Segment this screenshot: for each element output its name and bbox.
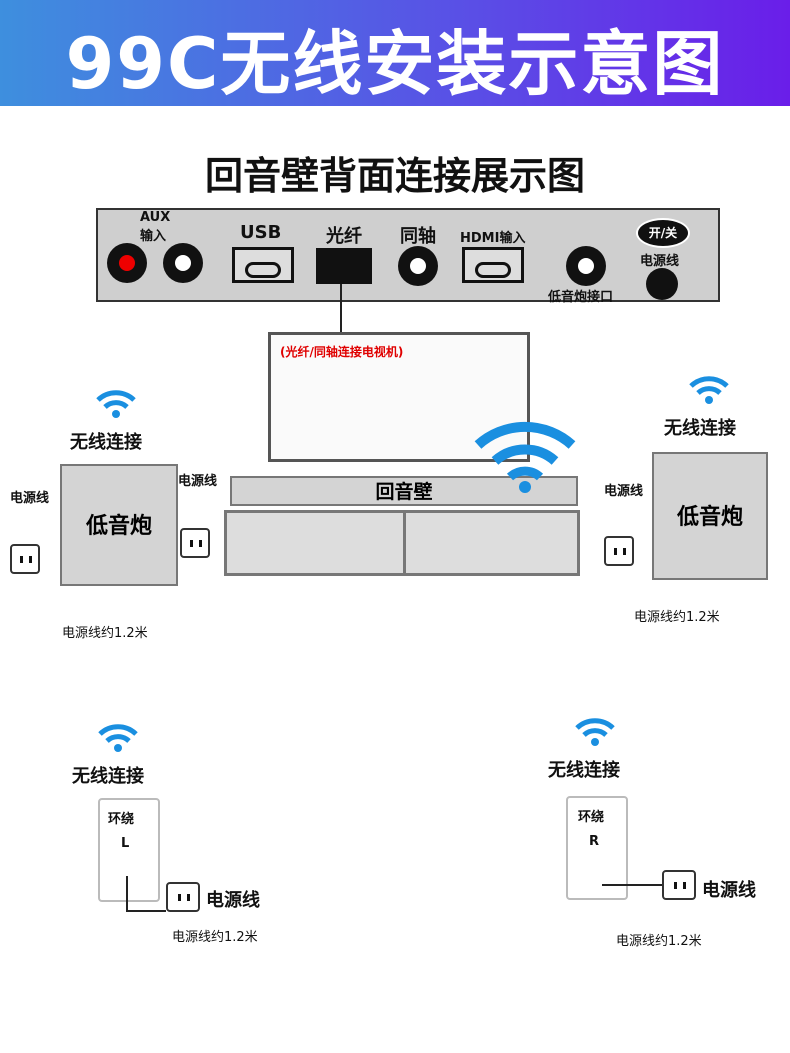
- optical-cable: [340, 284, 342, 334]
- surround-left-power-label: 电源线: [206, 890, 260, 911]
- soundbar-outlet: [180, 528, 210, 558]
- left-sub-outlet: [10, 544, 40, 574]
- subtitle: 回音壁背面连接展示图: [204, 154, 585, 198]
- surround-right-power-label: 电源线: [702, 880, 756, 901]
- optical-port: [316, 248, 372, 284]
- coaxial-label: 同轴: [400, 226, 436, 247]
- surround-right-cord-length: 电源线约1.2米: [616, 934, 702, 949]
- hdmi-port: [462, 247, 524, 283]
- aux-label: AUX: [140, 210, 171, 225]
- surround-right-wireless-label: 无线连接: [548, 760, 620, 781]
- aux-input-label: 输入: [140, 229, 167, 244]
- right-sub-wireless-label: 无线连接: [664, 418, 736, 439]
- surround-left-cable: [126, 876, 128, 910]
- usb-port: [232, 247, 294, 283]
- left-sub-cord-length: 电源线约1.2米: [62, 626, 148, 641]
- hdmi-label: HDMI输入: [460, 231, 526, 246]
- surround-left-cable-h: [126, 910, 166, 912]
- header-banner: 99C无线安装示意图: [0, 0, 790, 106]
- surround-right-channel: R: [589, 834, 600, 849]
- usb-label: USB: [240, 222, 282, 243]
- right-sub-wifi-icon: [689, 376, 729, 404]
- tv-note: (光纤/同轴连接电视机): [280, 345, 404, 359]
- aux-left-jack: [107, 243, 147, 283]
- right-sub-power-label: 电源线: [604, 484, 644, 499]
- coaxial-jack: [398, 246, 438, 286]
- surround-left-cord-length: 电源线约1.2米: [172, 930, 258, 945]
- surround-left-channel: L: [121, 836, 130, 851]
- soundbar: 回音壁: [230, 476, 578, 506]
- surround-right-label: 环绕: [578, 810, 605, 825]
- right-sub-cord-length: 电源线约1.2米: [634, 610, 720, 625]
- tv-cabinet: [224, 510, 580, 576]
- left-sub-wireless-label: 无线连接: [70, 432, 142, 453]
- left-sub-wifi-icon: [96, 390, 136, 418]
- aux-right-jack: [163, 243, 203, 283]
- surround-left-wireless-label: 无线连接: [72, 766, 144, 787]
- surround-left-label: 环绕: [108, 812, 135, 827]
- power-cord-label: 电源线: [640, 254, 680, 269]
- subwoofer-port-label: 低音炮接口: [548, 290, 614, 305]
- right-sub-outlet: [604, 536, 634, 566]
- optical-label: 光纤: [326, 226, 362, 247]
- soundbar-wifi-icon: [474, 421, 576, 493]
- left-sub-power-label: 电源线: [10, 491, 50, 506]
- subwoofer-jack: [566, 246, 606, 286]
- soundbar-power-label: 电源线: [178, 474, 218, 489]
- surround-left-wifi-icon: [98, 724, 138, 752]
- header-title: 99C无线安装示意图: [65, 23, 725, 105]
- surround-right-wifi-icon: [575, 718, 615, 746]
- surround-right-cable: [602, 884, 662, 886]
- power-switch: 开/关: [636, 218, 690, 248]
- right-subwoofer: 低音炮: [652, 452, 768, 580]
- surround-right-speaker: [566, 796, 628, 900]
- surround-left-outlet: [166, 882, 200, 912]
- surround-right-outlet: [662, 870, 696, 900]
- left-subwoofer: 低音炮: [60, 464, 178, 586]
- power-socket: [646, 268, 678, 300]
- surround-left-speaker: [98, 798, 160, 902]
